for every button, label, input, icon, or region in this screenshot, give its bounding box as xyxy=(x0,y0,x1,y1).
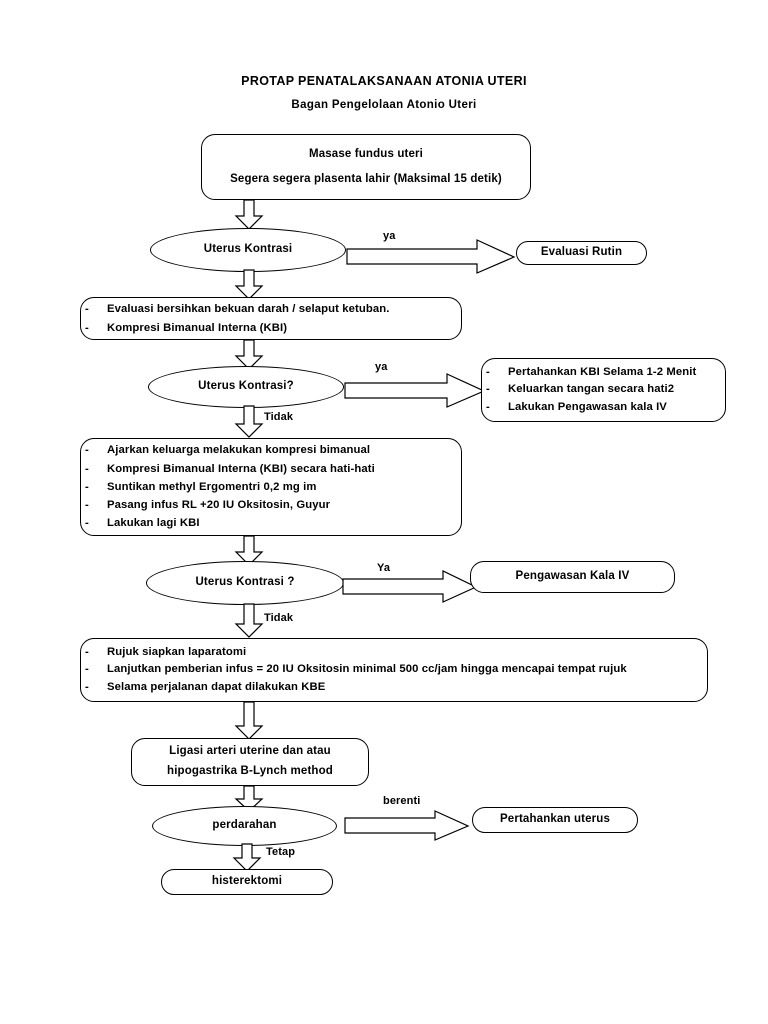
process2-list: Ajarkan keluarga melakukan kompresi bima… xyxy=(81,441,461,533)
ligasi-line2: hipogastrika B-Lynch method xyxy=(167,765,333,777)
arrow-decision2-to-process2 xyxy=(234,405,264,438)
decision1-label: Uterus Kontrasi xyxy=(203,243,293,256)
list-item: Kompresi Bimanual Interna (KBI) xyxy=(85,319,451,338)
list-item: Rujuk siapkan laparatomi xyxy=(85,644,697,662)
kbi-list: Pertahankan KBI Selama 1-2 Menit Keluark… xyxy=(482,364,725,417)
arrow-perdarahan-to-pertahankan-uterus xyxy=(344,810,470,841)
arrow-process3-to-ligasi xyxy=(234,701,264,740)
node-process-kompresi-bimanual: Ajarkan keluarga melakukan kompresi bima… xyxy=(80,438,462,536)
node-histerektomi: histerektomi xyxy=(161,869,333,895)
node-masase-line2: Segera segera plasenta lahir (Maksimal 1… xyxy=(230,172,502,185)
arrow-decision1-to-evaluasi-rutin xyxy=(346,239,516,274)
list-item: Lakukan lagi KBI xyxy=(85,514,451,533)
edge-label-ya-1: ya xyxy=(383,230,396,242)
process1-list: Evaluasi bersihkan bekuan darah / selapu… xyxy=(81,300,461,337)
arrow-decision3-to-process3 xyxy=(234,603,264,638)
arrow-process1-to-decision2 xyxy=(234,339,264,370)
node-kbi-instructions: Pertahankan KBI Selama 1-2 Menit Keluark… xyxy=(481,358,726,422)
list-item: Lanjutkan pemberian infus = 20 IU Oksito… xyxy=(85,661,697,679)
edge-label-ya-2: ya xyxy=(375,361,388,373)
node-decision-uterus-kontrasi-1: Uterus Kontrasi xyxy=(150,228,346,272)
list-item: Suntikan methyl Ergomentri 0,2 mg im xyxy=(85,478,451,497)
node-decision-uterus-kontrasi-3: Uterus Kontrasi ? xyxy=(146,561,344,605)
node-masase-fundus-uteri: Masase fundus uteri Segera segera plasen… xyxy=(201,134,531,200)
node-pengawasan-kala-iv: Pengawasan Kala IV xyxy=(470,561,675,593)
node-process-rujuk-laparatomi: Rujuk siapkan laparatomi Lanjutkan pembe… xyxy=(80,638,708,702)
arrow-perdarahan-to-histerektomi xyxy=(232,843,262,872)
list-item: Pasang infus RL +20 IU Oksitosin, Guyur xyxy=(85,496,451,515)
arrow-decision3-to-pengawasan-kala xyxy=(342,570,478,603)
node-decision-uterus-kontrasi-2: Uterus Kontrasi? xyxy=(148,366,344,408)
arrow-ligasi-to-perdarahan xyxy=(234,785,264,812)
list-item: Pertahankan KBI Selama 1-2 Menit xyxy=(486,364,715,382)
pertahankan-uterus-label: Pertahankan uterus xyxy=(499,813,611,826)
edge-label-ya-3: Ya xyxy=(377,562,391,574)
list-item: Keluarkan tangan secara hati2 xyxy=(486,381,715,399)
arrow-decision2-to-kbi-box xyxy=(344,373,486,408)
page-subtitle: Bagan Pengelolaan Atonio Uteri xyxy=(291,99,477,111)
decision4-label: perdarahan xyxy=(212,819,277,832)
edge-label-berenti: berenti xyxy=(383,795,421,807)
node-masase-line1: Masase fundus uteri xyxy=(308,147,424,160)
node-ligasi-arteri: Ligasi arteri uterine dan atau hipogastr… xyxy=(131,738,369,786)
pengawasan-kala-label: Pengawasan Kala IV xyxy=(515,570,630,583)
arrow-start-to-decision1 xyxy=(234,199,264,230)
arrow-decision1-to-process1 xyxy=(234,269,264,300)
node-pertahankan-uterus: Pertahankan uterus xyxy=(472,807,638,833)
list-item: Ajarkan keluarga melakukan kompresi bima… xyxy=(85,441,451,460)
list-item: Selama perjalanan dapat dilakukan KBE xyxy=(85,679,697,697)
ligasi-line1: Ligasi arteri uterine dan atau xyxy=(169,745,331,758)
process3-list: Rujuk siapkan laparatomi Lanjutkan pembe… xyxy=(81,644,707,697)
decision3-label: Uterus Kontrasi ? xyxy=(195,576,295,589)
page-title: PROTAP PENATALAKSANAAN ATONIA UTERI xyxy=(241,74,527,88)
edge-label-tetap: Tetap xyxy=(266,846,296,858)
node-process-evaluasi-kompresi: Evaluasi bersihkan bekuan darah / selapu… xyxy=(80,297,462,340)
evaluasi-rutin-label: Evaluasi Rutin xyxy=(540,246,623,259)
edge-label-tidak-1: Tidak xyxy=(264,411,294,423)
decision2-label: Uterus Kontrasi? xyxy=(198,380,294,393)
node-evaluasi-rutin: Evaluasi Rutin xyxy=(516,241,647,265)
list-item: Lakukan Pengawasan kala IV xyxy=(486,399,715,417)
histerektomi-label: histerektomi xyxy=(211,875,283,888)
list-item: Evaluasi bersihkan bekuan darah / selapu… xyxy=(85,300,451,319)
node-decision-perdarahan: perdarahan xyxy=(152,806,337,846)
arrow-process2-to-decision3 xyxy=(234,535,264,566)
list-item: Kompresi Bimanual Interna (KBI) secara h… xyxy=(85,460,451,479)
edge-label-tidak-2: Tidak xyxy=(264,612,294,624)
